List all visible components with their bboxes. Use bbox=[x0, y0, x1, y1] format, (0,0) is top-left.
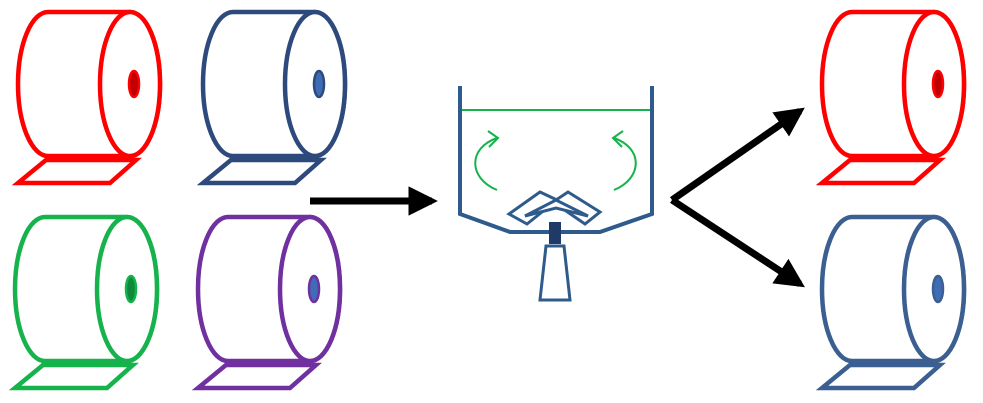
output-roll-red bbox=[815, 9, 967, 186]
paper-sheet bbox=[8, 362, 139, 391]
paper-sheet bbox=[815, 362, 946, 391]
roll-core-icon bbox=[307, 274, 321, 304]
output-roll-blue bbox=[815, 214, 967, 391]
roll-core-icon bbox=[124, 274, 138, 304]
roll-core-icon bbox=[127, 69, 141, 99]
swirl-right-head-icon bbox=[611, 130, 624, 148]
input-roll-green bbox=[8, 214, 160, 391]
tank-outline bbox=[458, 86, 654, 234]
output-arrow-up bbox=[670, 107, 805, 203]
roll-core-icon bbox=[312, 69, 326, 99]
roll-core-icon bbox=[931, 69, 945, 99]
roll-core-icon bbox=[931, 274, 945, 304]
input-roll-purple bbox=[191, 214, 343, 391]
paper-sheet bbox=[196, 157, 327, 186]
swirl-left-head-icon bbox=[487, 130, 500, 148]
swirl-left-icon bbox=[474, 137, 498, 191]
output-arrow-down bbox=[670, 197, 805, 288]
input-roll-red bbox=[11, 9, 163, 186]
motor-base bbox=[538, 244, 572, 302]
paper-sheet bbox=[815, 157, 946, 186]
input-roll-navy bbox=[196, 9, 348, 186]
paper-sheet bbox=[191, 362, 322, 391]
paper-sheet bbox=[11, 157, 142, 186]
rotor-shaft bbox=[549, 222, 561, 244]
pulper-tank bbox=[458, 86, 654, 302]
rotor-hub bbox=[524, 198, 589, 218]
rotor-blade-right bbox=[550, 190, 603, 226]
swirl-right-icon bbox=[613, 137, 637, 191]
